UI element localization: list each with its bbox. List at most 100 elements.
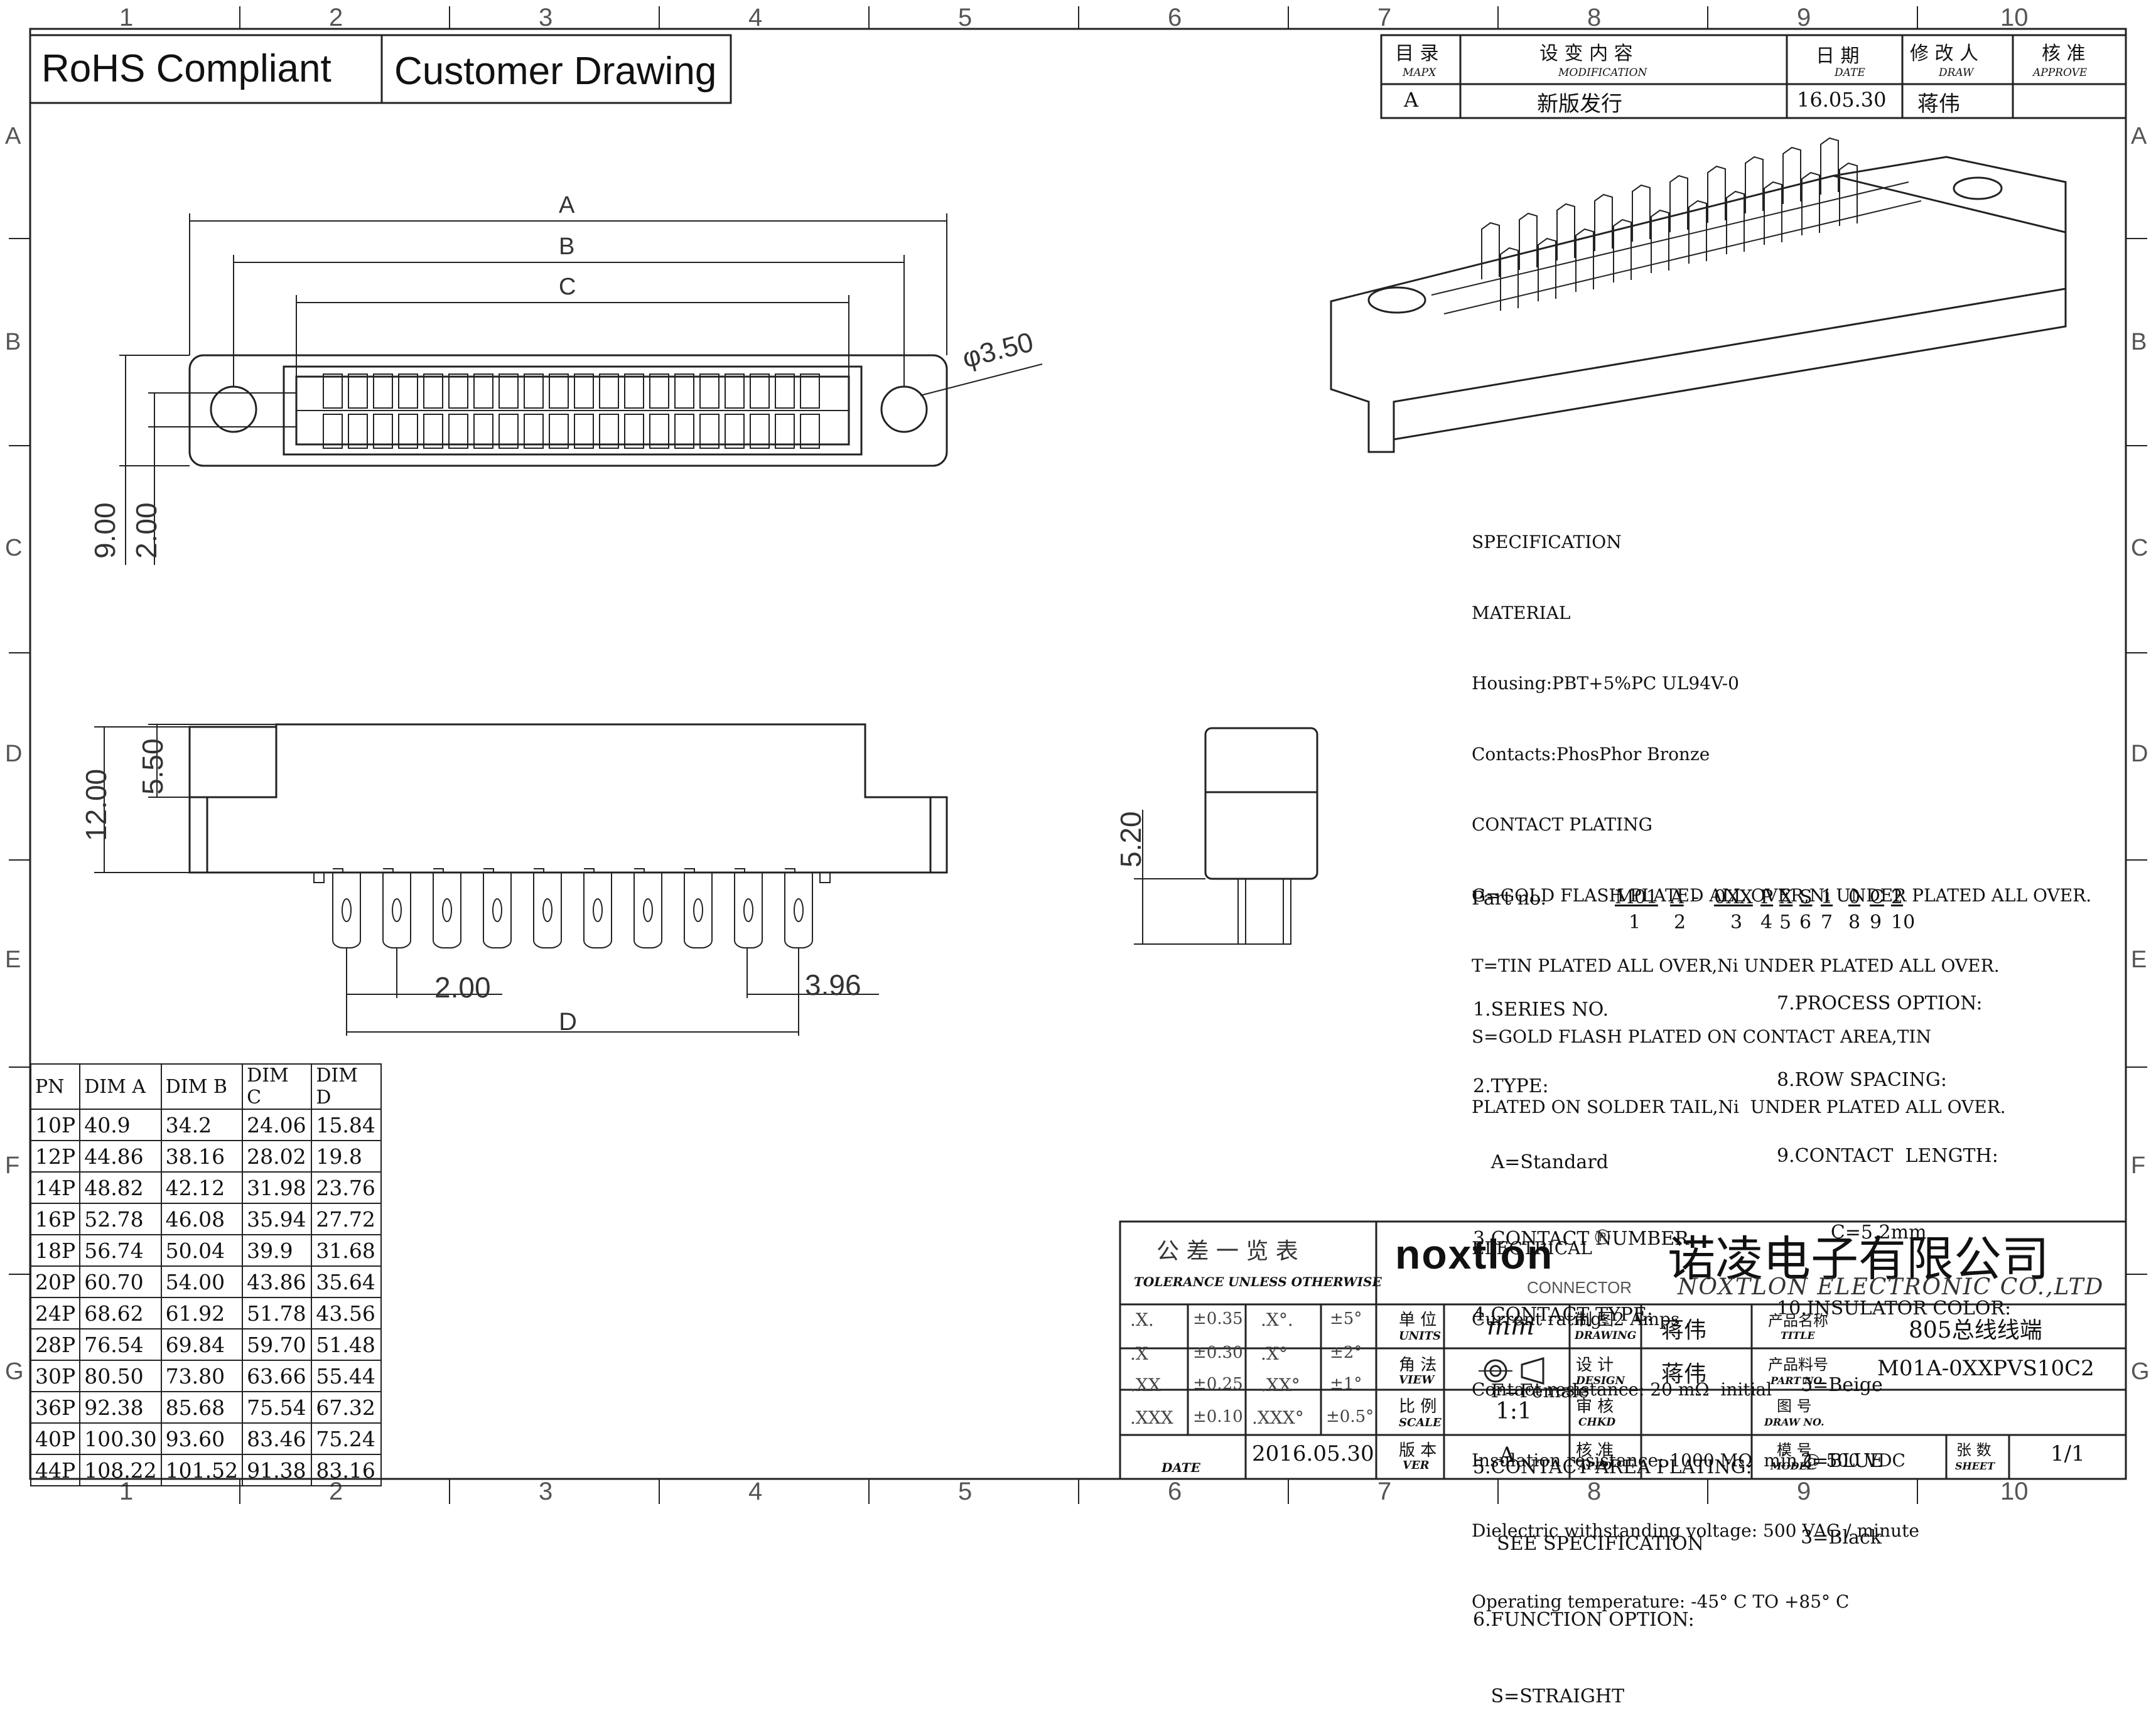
grid-col-10: 10 [2000,4,2029,31]
partno-value: M01A-0XXPVS10C2 [1877,1356,2094,1381]
tol-r4-c4: ±0.5° [1326,1407,1374,1426]
ver-cn: 版 本 [1399,1441,1437,1460]
grid-row-f: F [5,1152,20,1179]
table-cell: 35.64 [311,1265,382,1298]
table-cell: 60.70 [79,1265,162,1298]
option-line: S=STRAIGHT [1473,1685,1625,1707]
title-en: TITLE [1781,1329,1815,1341]
scale-en: SCALE [1399,1416,1442,1429]
table-cell: 35.94 [242,1203,313,1235]
spec-line: CONTACT PLATING [1472,814,1652,835]
col-header-pn: PN [30,1063,81,1110]
ver-value: A [1499,1442,1515,1468]
spec-line: Housing:PBT+5%PC UL94V-0 [1472,673,1739,694]
part-code-10: 2 [1891,886,1904,908]
table-cell: 75.54 [242,1391,313,1424]
company-name-en: NOXTLON ELECTRONIC CO.,LTD [1678,1274,2105,1300]
table-cell: 56.74 [79,1234,162,1267]
sheet-en: SHEET [1955,1460,1995,1472]
grid-row-a-right: A [2131,123,2147,149]
option-line: F=Female [1473,1380,1590,1402]
grid-col-3: 3 [539,4,553,31]
grid-col-9: 9 [1797,4,1811,31]
option-line: 8.ROW SPACING: [1777,1068,1947,1091]
dim-d-label: D [559,1008,577,1036]
grid-col-3-bottom: 3 [539,1478,553,1505]
logo-sub: CONNECTOR [1527,1278,1632,1297]
table-cell: 34.2 [160,1109,244,1141]
table-cell: 40P [30,1422,81,1455]
table-cell: 63.66 [242,1360,313,1392]
tol-r1-c3: .X°. [1261,1309,1293,1330]
option-line: 3=Black [1777,1526,1882,1549]
table-cell: 100.30 [79,1422,162,1455]
dim-a-label: A [559,192,575,218]
table-cell: 93.60 [160,1422,244,1455]
col-header-dim-a: DIM A [79,1063,162,1110]
part-code-dash: - [1693,886,1700,908]
drawno-en: DRAW NO. [1764,1416,1825,1428]
option-line: 9.CONTACT LENGTH: [1777,1145,1998,1167]
table-cell: 31.98 [242,1171,313,1204]
tol-r2-c2: ±0.30 [1193,1343,1243,1362]
table-cell: 61.92 [160,1297,244,1329]
table-cell: 40.9 [79,1109,162,1141]
table-cell: 54.00 [160,1265,244,1298]
sheet-value: 1/1 [2051,1441,2085,1466]
tol-r2-c3: .X° [1261,1343,1288,1364]
dim-12-label: 12.00 [80,768,112,841]
partno-en: PART NO. [1771,1375,1825,1387]
tol-r4-c3: .XXX° [1252,1407,1304,1428]
grid-col-7-bottom: 7 [1377,1478,1392,1505]
table-cell: 24.06 [242,1109,313,1141]
rev-header-date-en: DATE [1835,67,1865,79]
spec-line: MATERIAL [1472,602,1571,623]
table-cell: 68.62 [79,1297,162,1329]
grid-row-a: A [5,123,21,149]
tolerance-title-en: TOLERANCE UNLESS OTHERWISE [1134,1274,1382,1289]
view-en: VIEW [1399,1373,1435,1387]
col-header-dim-d: DIM D [311,1063,382,1110]
company-name-cn: 诺凌电子有限公司 [1668,1231,2049,1287]
view-cn: 角 法 [1399,1356,1437,1375]
part-index-1: 1 [1629,911,1641,933]
top-view [119,213,1043,565]
table-cell: 85.68 [160,1391,244,1424]
table-cell: 19.8 [311,1140,382,1173]
table-cell: 36P [30,1391,81,1424]
table-cell: 39.9 [242,1234,313,1267]
table-cell: 31.68 [311,1234,382,1267]
table-cell: 46.08 [160,1203,244,1235]
spec-line: Contact resistance: 20 mΩ initial [1472,1379,1772,1400]
grid-col-6-bottom: 6 [1168,1478,1182,1505]
date-value: 2016.05.30 [1252,1441,1374,1466]
rev-row-mapx: A [1404,88,1419,112]
spec-line: Contacts:PhosPhor Bronze [1472,743,1710,765]
part-index-3: 3 [1730,911,1743,933]
grid-row-d: D [5,741,23,767]
table-cell: 59.70 [242,1328,313,1361]
option-line: 5.CONTACT AREA PLATING: [1473,1456,1752,1478]
grid-row-f-right: F [2131,1152,2146,1179]
part-index-7: 7 [1821,911,1833,933]
specification-block: SPECIFICATION MATERIAL Housing:PBT+5%PC … [1472,483,2091,1637]
customer-drawing-label: Customer Drawing [394,50,717,93]
table-cell: 16P [30,1203,81,1235]
design-cn: 设 计 [1576,1356,1614,1375]
tol-r3-c1: .XX [1130,1375,1161,1395]
dim-9-label: 9.00 [89,502,121,559]
grid-col-4-bottom: 4 [748,1478,763,1505]
part-code-5: X [1779,886,1793,908]
table-cell: 43.56 [311,1297,382,1329]
grid-col-5: 5 [958,4,973,31]
design-value: 蒋伟 [1661,1362,1707,1387]
part-code-1: M01 [1615,886,1658,908]
table-cell: 18P [30,1234,81,1267]
grid-row-g: G [5,1358,24,1385]
grid-col-4: 4 [748,4,763,31]
grid-col-2: 2 [329,4,343,31]
grid-row-e: E [5,947,21,973]
